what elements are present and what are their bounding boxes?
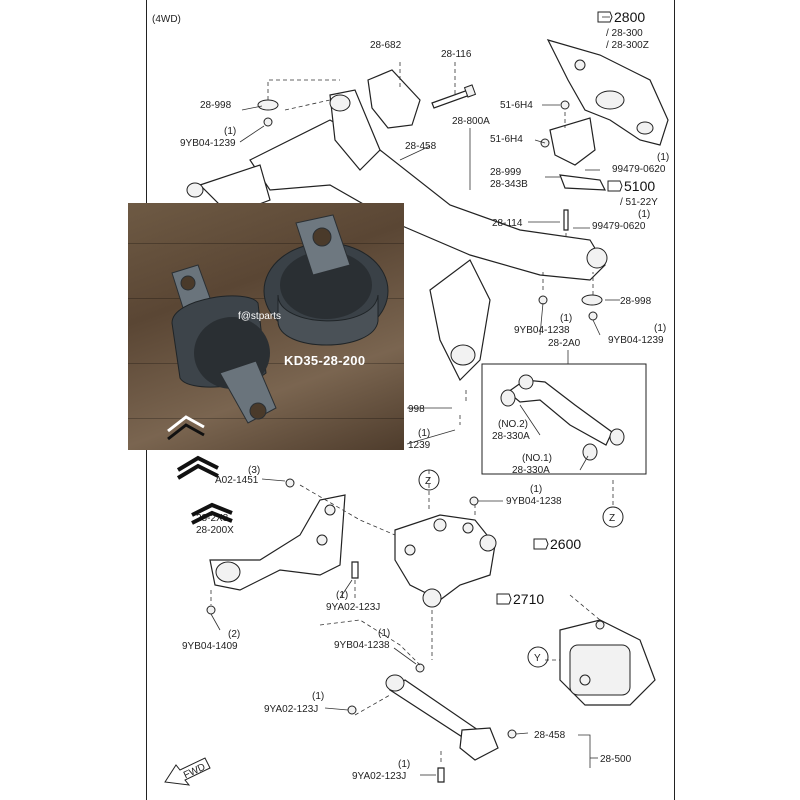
label-28-458-top[interactable]: 28-458 [405,141,437,152]
label-a02-1451[interactable]: A02-1451 [215,475,259,486]
bushing-2710-drawing [559,619,656,706]
bolt-9ya02-123j-drawing [351,561,359,579]
upper-arm-kit-box [481,363,647,475]
label-28-800a[interactable]: 28-800A [452,116,490,127]
bracket-28-682-drawing [367,69,421,129]
label-qty-1-c: (1) [638,209,650,220]
label-28-500[interactable]: 28-500 [600,754,632,765]
label-qty-1-d: (1) [560,313,572,324]
label-9ya02-123j-a[interactable]: 9YA02-123J [326,602,380,613]
label-9yb04-1238-knuckle[interactable]: 9YB04-1238 [506,496,562,507]
nut-9yb04-1239-top-drawing [263,117,273,127]
label-28-682[interactable]: 28-682 [370,40,402,51]
label-28-458-bottom[interactable]: 28-458 [534,730,566,741]
label-qty-1-h: (1) [336,590,348,601]
ref-5100[interactable]: 5100 [624,178,655,194]
ref-5100-sub1: / 51-22Y [620,197,658,208]
ref-2600[interactable]: 2600 [550,536,581,552]
ref-2710[interactable]: 2710 [513,591,544,607]
bolt-99479-0620-drawing [563,209,569,231]
bushing-photo-illustration [167,214,389,441]
label-qty-3: (3) [248,465,260,476]
label-9yb04-1409[interactable]: 9YB04-1409 [182,641,238,652]
label-qty-1-k: (1) [398,759,410,770]
lower-link-28-500-drawing [347,674,517,783]
label-28-2x8[interactable]: 28-2X8 [196,513,229,524]
product-photo: f@stparts KD35-28-200 [128,203,404,450]
photo-part-code: KD35-28-200 [284,353,366,368]
label-9yb04-1239-right[interactable]: 9YB04-1239 [608,335,664,346]
view-z-marker-right: Z [602,506,624,528]
ref-2800-hand-icon [597,11,613,23]
label-28-999[interactable]: 28-999 [490,167,522,178]
label-99479-0620-bottom[interactable]: 99479-0620 [592,221,646,232]
label-qty-2: (2) [228,629,240,640]
label-qty-1-a: (1) [224,126,236,137]
label-99479-0620-top[interactable]: 99479-0620 [612,164,666,175]
label-9ya02-123j-b[interactable]: 9YA02-123J [264,704,318,715]
svg-text:Z: Z [609,513,615,524]
svg-text:FWD: FWD [182,762,207,782]
photo-watermark: f@stparts [238,311,281,322]
label-qty-1-i: (1) [378,628,390,639]
label-qty-1-f: (1) [418,428,430,439]
bolt-28-116-drawing [431,84,477,109]
label-28-2a0[interactable]: 28-2A0 [548,338,581,349]
ref-5100-hand-icon [607,180,623,192]
nut-9yb04-1239-right-drawing [588,311,598,321]
label-9yb04-1239-top[interactable]: 9YB04-1239 [180,138,236,149]
label-no2: (NO.2) [498,419,528,430]
nut-9yb04-1238-lower-drawing [415,663,425,673]
label-28-330a-no2[interactable]: 28-330A [492,431,530,442]
label-28-998-right[interactable]: 28-998 [620,296,652,307]
label-qty-1-b: (1) [657,152,669,163]
drive-label: (4WD) [152,14,181,25]
nut-9yb04-1238-knuckle-drawing [469,496,479,506]
label-28-116[interactable]: 28-116 [441,49,472,60]
label-28-330a-no1[interactable]: 28-330A [512,465,550,476]
ref-2800[interactable]: 2800 [614,9,645,25]
svg-text:Y: Y [534,653,541,664]
ref-2710-hand-icon [496,593,512,605]
label-51-6h4-a[interactable]: 51-6H4 [500,100,533,111]
height-sensor-link-drawing [540,100,606,191]
upper-arm-28-2a0-drawing [500,374,625,461]
label-51-6h4-b[interactable]: 51-6H4 [490,134,523,145]
label-qty-1-j: (1) [312,691,324,702]
knuckle-drawing [394,514,497,608]
label-28-998-top[interactable]: 28-998 [200,100,232,111]
washer-28-998-right-drawing [581,294,603,306]
label-28-200x[interactable]: 28-200X [196,525,234,536]
ref-2600-hand-icon [533,538,549,550]
label-28-114[interactable]: 28-114 [492,218,523,229]
ref-2800-sub1: / 28-300 [606,28,643,39]
label-qty-1-e: (1) [654,323,666,334]
view-y-marker: Y [527,646,549,668]
label-998-partial[interactable]: 998 [408,404,425,415]
ref-2800-sub2: / 28-300Z [606,40,649,51]
label-1239-partial[interactable]: 1239 [408,440,431,451]
label-9yb04-1238-top[interactable]: 9YB04-1238 [514,325,570,336]
label-28-343b[interactable]: 28-343B [490,179,528,190]
nut-9yb04-1238-drawing [538,295,548,305]
trailing-arm-drawing [206,478,346,615]
label-no1: (NO.1) [522,453,552,464]
label-qty-1-g: (1) [530,484,542,495]
lower-control-arm-drawing [546,39,669,146]
washer-28-998-top-drawing [257,99,279,111]
svg-text:Z: Z [425,476,431,487]
solid-leaders [210,104,620,776]
label-9yb04-1238-lower[interactable]: 9YB04-1238 [334,640,390,651]
dashed-leaders [210,62,614,762]
rear-subframe-drawing [186,89,608,382]
label-9ya02-123j-c[interactable]: 9YA02-123J [352,771,406,782]
forward-arrow-icon: FWD [164,757,211,786]
